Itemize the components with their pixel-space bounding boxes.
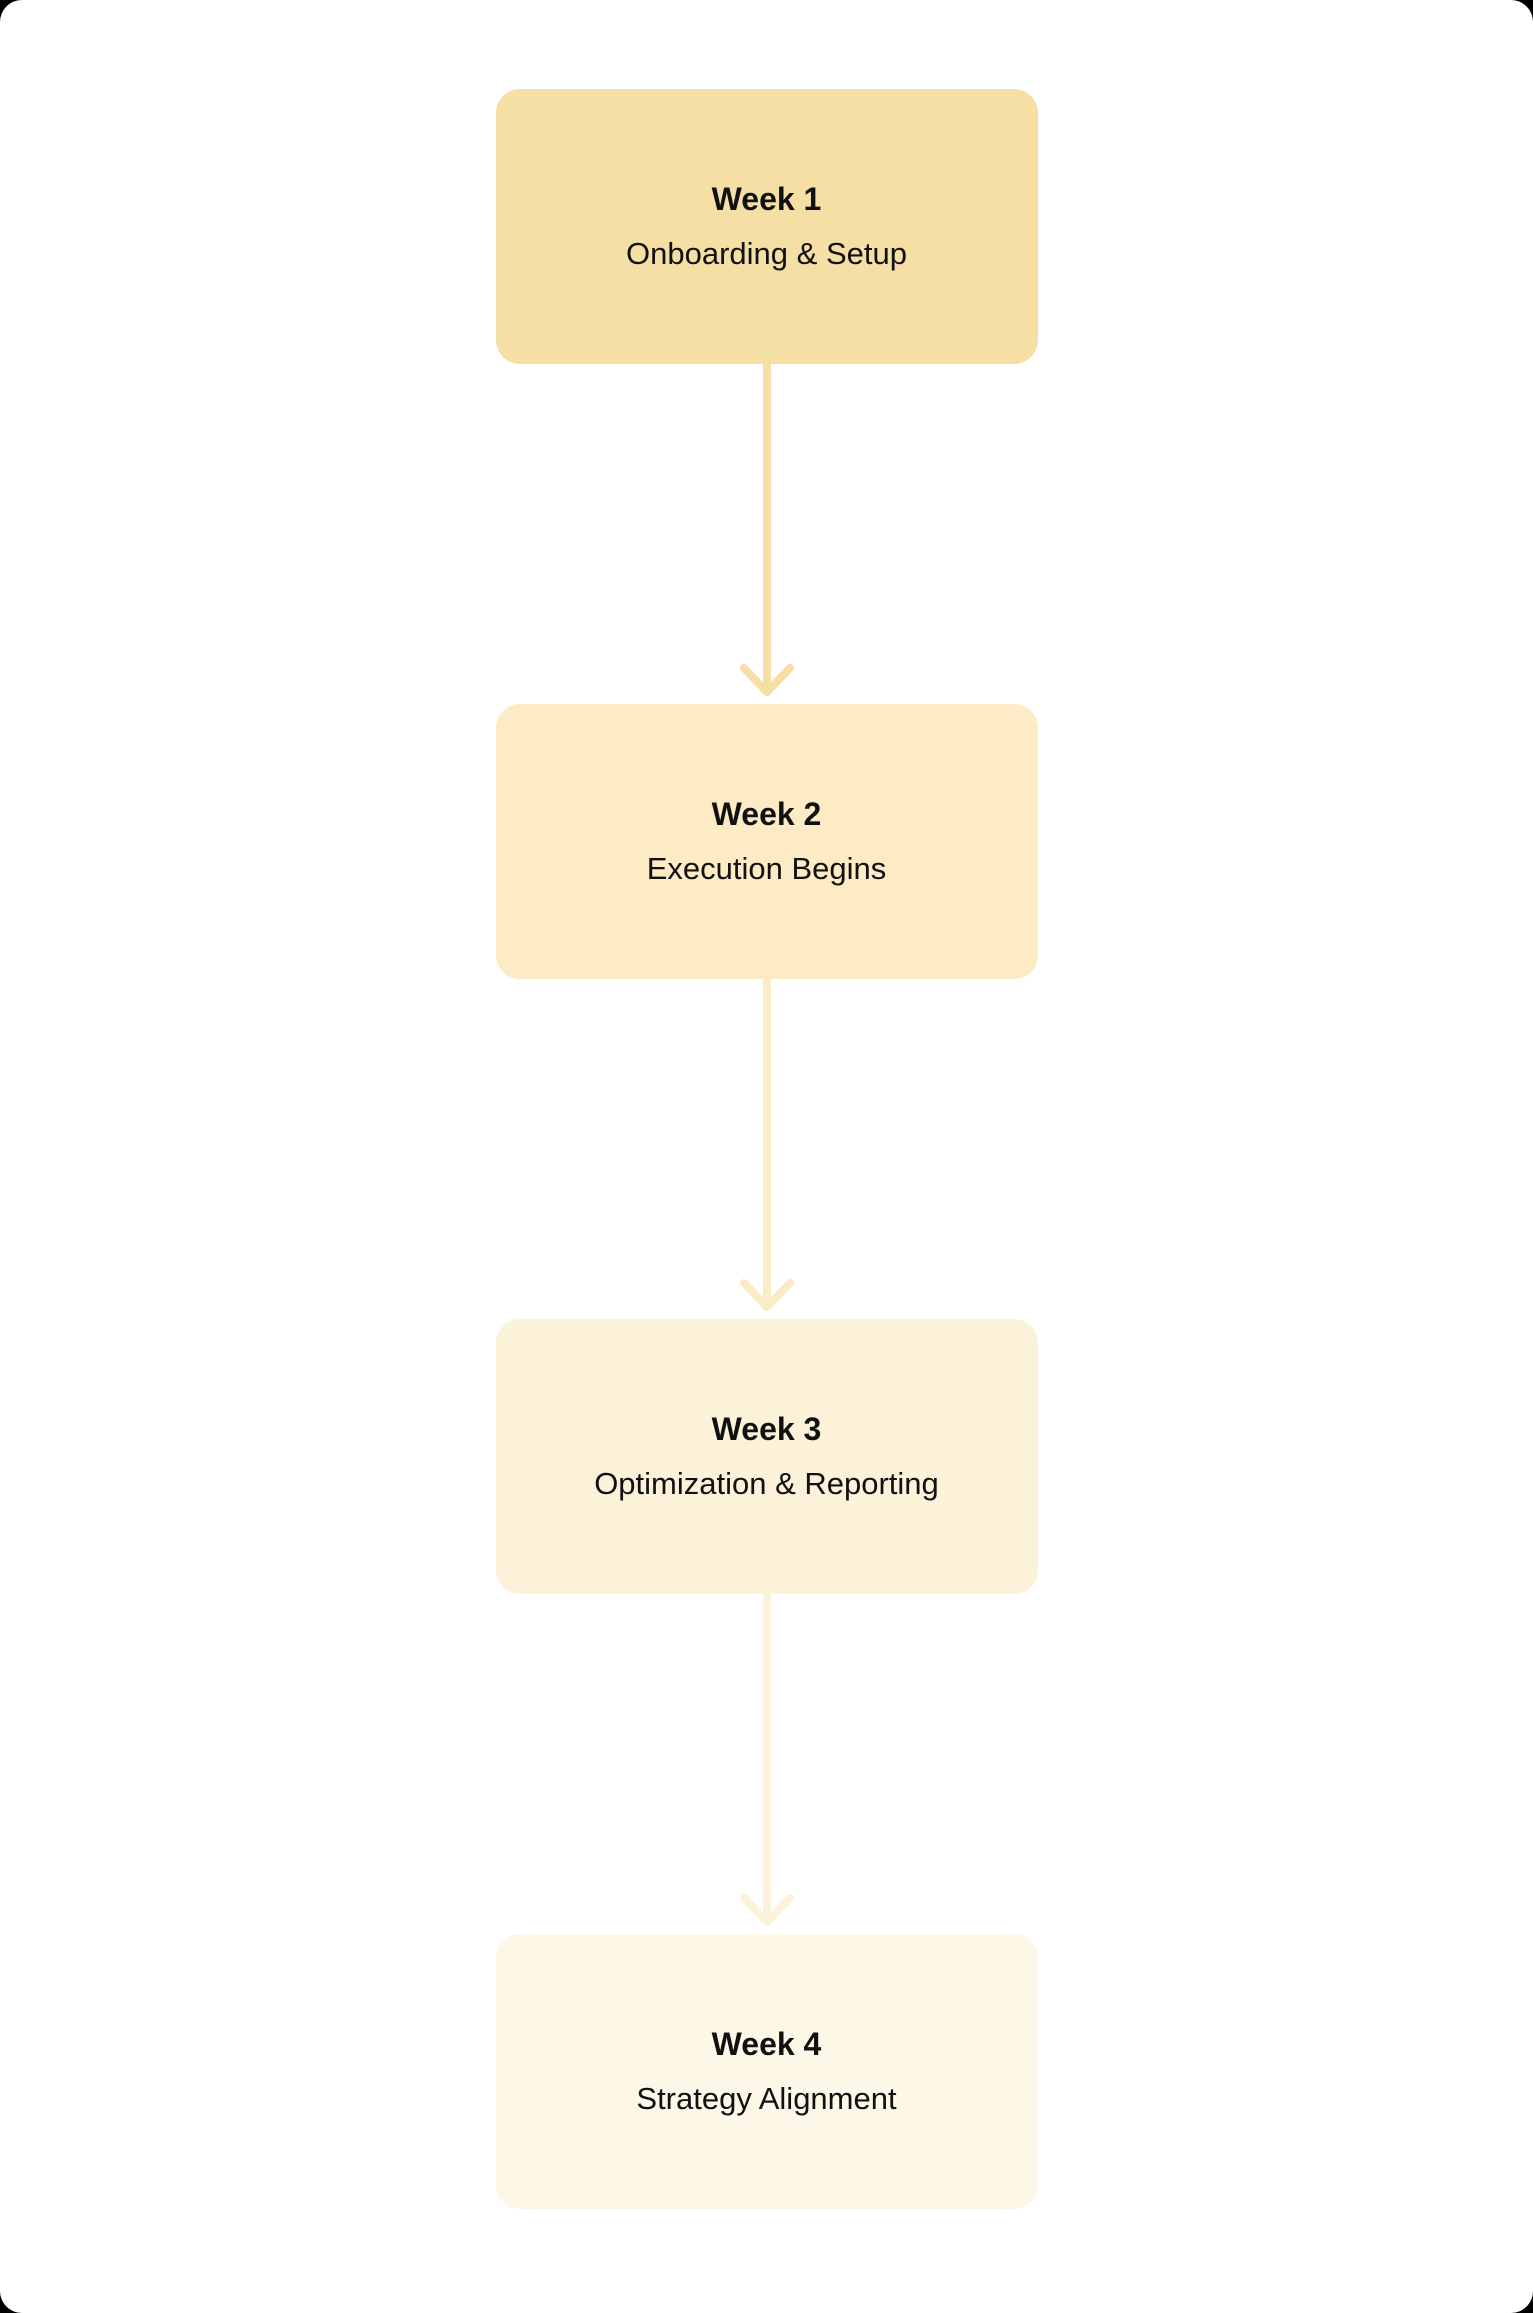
down-arrow-connector-3 (739, 1594, 794, 1926)
node-week-1-label: Week 1 (711, 181, 822, 218)
flow-node-week-4: Week 4 Strategy Alignment (495, 1934, 1038, 2209)
node-week-3-label: Week 3 (711, 1411, 822, 1448)
flow-node-week-3: Week 3 Optimization & Reporting (495, 1319, 1038, 1594)
weekly-timeline-flowchart: Week 1 Onboarding & Setup Week 2 Executi… (495, 89, 1038, 2209)
flow-node-week-2: Week 2 Execution Begins (495, 704, 1038, 979)
arrow-head-icon (739, 664, 794, 696)
node-week-1-title: Onboarding & Setup (626, 236, 907, 272)
node-week-4-label: Week 4 (711, 2026, 822, 2063)
node-week-2-title: Execution Begins (646, 851, 887, 887)
down-arrow-connector-2 (739, 979, 794, 1311)
flow-node-week-1: Week 1 Onboarding & Setup (495, 89, 1038, 364)
node-week-3-title: Optimization & Reporting (594, 1466, 939, 1502)
arrow-head-icon (739, 1894, 794, 1926)
node-week-2-label: Week 2 (711, 796, 822, 833)
down-arrow-connector-1 (739, 364, 794, 696)
node-week-4-title: Strategy Alignment (636, 2081, 897, 2117)
arrow-head-icon (739, 1279, 794, 1311)
